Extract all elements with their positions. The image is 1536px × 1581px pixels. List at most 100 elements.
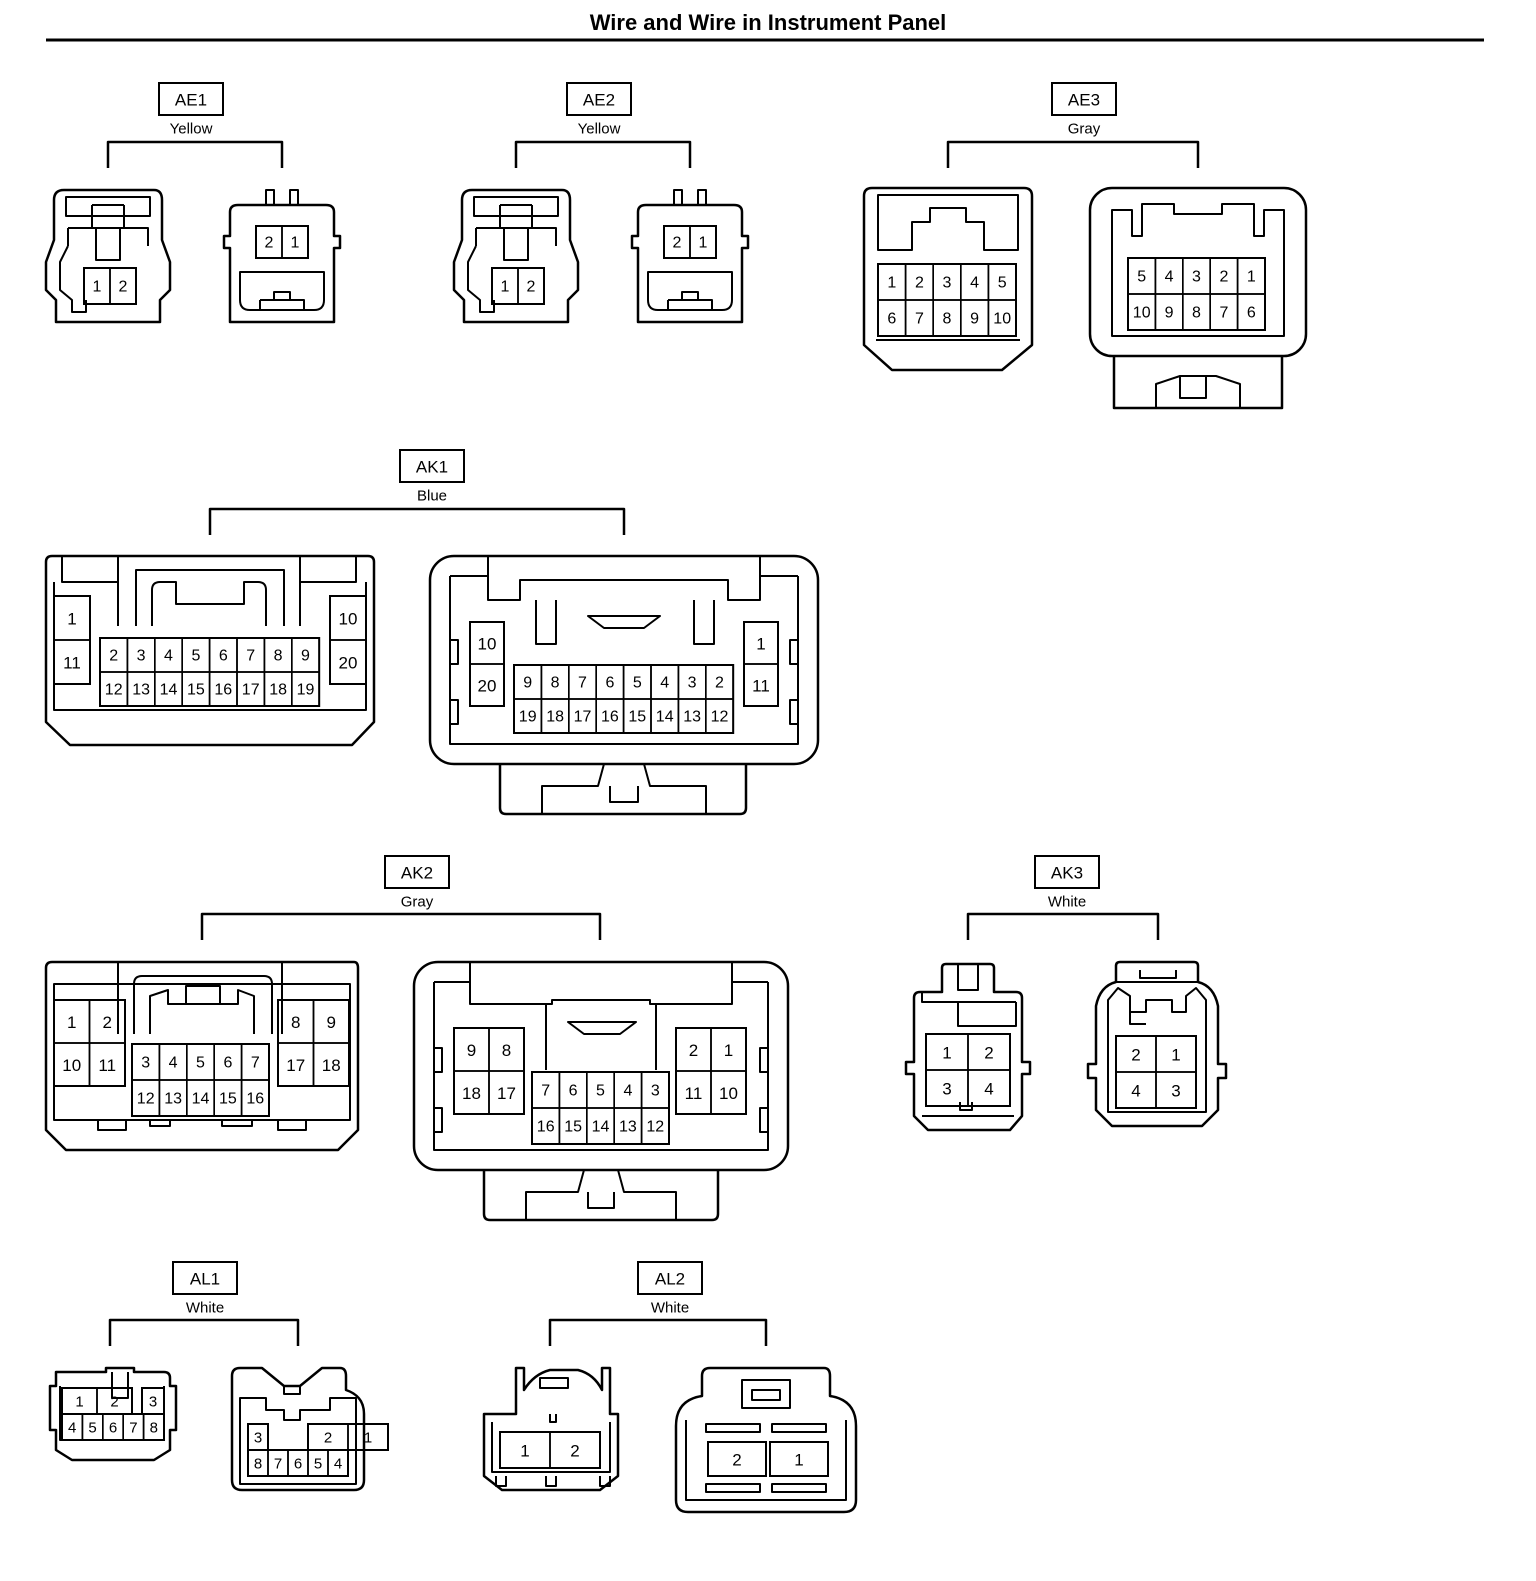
pin-number: 2 — [103, 1013, 112, 1032]
pin-number: 2 — [715, 675, 724, 692]
body-outline — [498, 764, 748, 816]
code-box — [1051, 82, 1117, 116]
pin-number: 11 — [752, 677, 770, 696]
latch-detail — [434, 1047, 768, 1133]
inner-outline — [61, 556, 357, 583]
body-outline — [862, 186, 1034, 372]
pin-cell — [109, 267, 137, 305]
pin-number: 1 — [794, 1451, 803, 1470]
pin-number: 9 — [523, 675, 532, 692]
pin-number: 2 — [110, 1394, 118, 1411]
pin-number: 19 — [519, 709, 537, 726]
pin-cell — [53, 639, 91, 685]
inner-outline — [469, 982, 733, 1005]
pin-cell — [1236, 293, 1266, 331]
latch-detail — [450, 639, 798, 725]
pin-cell — [743, 663, 779, 707]
pin-number: 4 — [984, 1080, 993, 1099]
pin-number: 4 — [164, 648, 173, 665]
pin-number: 1 — [699, 235, 708, 252]
pin-number: 1 — [75, 1394, 83, 1411]
connector-color: Yellow — [578, 121, 621, 138]
pin-number: 4 — [970, 275, 979, 292]
pin-number: 1 — [724, 1041, 733, 1060]
latch-detail — [97, 1120, 307, 1131]
pin-number: 5 — [191, 648, 200, 665]
pin-number: 11 — [63, 654, 81, 673]
code-box — [399, 449, 465, 483]
pin-number: 13 — [683, 709, 701, 726]
pin-number: 1 — [67, 1013, 76, 1032]
pin-number: 14 — [160, 682, 178, 699]
pin-number: 7 — [129, 1420, 137, 1437]
pin-number: 5 — [196, 1055, 205, 1072]
pin-number: 17 — [242, 682, 260, 699]
pin-number: 5 — [633, 675, 642, 692]
latch-detail — [475, 227, 557, 246]
pin-number: 8 — [274, 648, 283, 665]
pin-number: 7 — [578, 675, 587, 692]
inner-outline — [647, 271, 733, 311]
pin-number: 2 — [915, 275, 924, 292]
pin-number: 18 — [546, 709, 564, 726]
pin-number: 5 — [314, 1456, 322, 1473]
pin-number: 2 — [324, 1430, 332, 1447]
pin-number: 1 — [93, 279, 102, 296]
connector-code: AL2 — [655, 1270, 685, 1289]
body-outline — [630, 203, 750, 324]
connector-color: White — [1048, 894, 1086, 911]
inner-outline — [59, 245, 87, 313]
body-outline — [44, 554, 376, 747]
pin-number: 6 — [219, 648, 228, 665]
page-title: Wire and Wire in Instrument Panel — [589, 10, 947, 35]
pin-cell — [281, 225, 309, 259]
pin-number: 10 — [719, 1084, 738, 1103]
pin-number: 17 — [574, 709, 592, 726]
pin-number: 3 — [1192, 269, 1201, 286]
connector-code: AK2 — [401, 864, 433, 883]
pin-number: 7 — [251, 1055, 260, 1072]
pin-number: 6 — [887, 311, 896, 328]
pin-number: 3 — [651, 1083, 660, 1100]
pin-cell — [312, 1042, 350, 1087]
pin-number: 15 — [628, 709, 646, 726]
pin-cell — [347, 1423, 389, 1451]
pin-number: 5 — [1137, 269, 1146, 286]
pin-number: 13 — [132, 682, 150, 699]
pin-cell — [707, 1441, 767, 1477]
inner-outline — [117, 569, 301, 626]
pin-number: 6 — [605, 675, 614, 692]
pin-number: 7 — [541, 1083, 550, 1100]
inner-outline — [491, 1422, 611, 1473]
pin-number: 1 — [942, 1044, 951, 1063]
body-outline — [482, 1170, 720, 1222]
pin-number: 9 — [301, 648, 310, 665]
latch-detail — [539, 1377, 569, 1389]
inner-outline — [239, 1397, 357, 1485]
pin-number: 2 — [265, 235, 274, 252]
pin-number: 5 — [88, 1420, 96, 1437]
pin-number: 10 — [478, 635, 497, 654]
latch-detail — [705, 1423, 827, 1493]
inner-outline — [1111, 203, 1285, 337]
latch-detail — [259, 291, 305, 310]
pin-cell — [704, 698, 734, 734]
latch-detail — [503, 228, 529, 261]
pin-number: 3 — [688, 675, 697, 692]
inner-outline — [117, 962, 283, 1034]
pin-number: 3 — [943, 275, 952, 292]
body-outline — [904, 962, 1032, 1132]
body-outline — [412, 960, 790, 1172]
pin-number: 12 — [137, 1091, 155, 1108]
bracket-line — [208, 507, 626, 535]
latch-detail — [473, 196, 559, 217]
